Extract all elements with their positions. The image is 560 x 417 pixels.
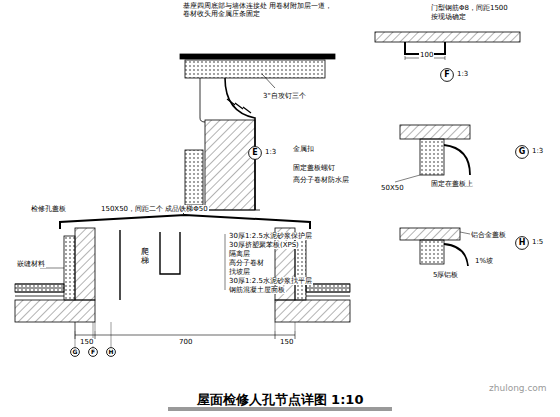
scale-text: 1:5 [532, 238, 543, 246]
detail-callout: E1:3 [248, 146, 262, 160]
callout-letter: H [106, 347, 116, 357]
note-text: 检修孔盖板 [30, 205, 67, 213]
watermark: zhulong.com [488, 384, 548, 392]
scale-text: 1:3 [532, 147, 543, 155]
note-text: 3"自攻钉三个 [262, 92, 307, 100]
note-text: 爬梯 [140, 248, 150, 266]
note-text: 100 [419, 51, 434, 59]
dimension-text: 150 [79, 338, 94, 346]
callout-letter: G [515, 145, 529, 159]
note-text: 找坡层 [228, 268, 251, 276]
detail-callout: F1:3 [440, 68, 454, 82]
callout-letter: F [440, 68, 454, 82]
callout-letter: E [248, 146, 262, 160]
note-text: 1%坡 [474, 257, 494, 265]
note-text: 隔离层 [228, 250, 251, 258]
note-text: 金属扣 [292, 145, 315, 153]
note-text: 基座四周底部与墙体连接处 用卷材附加层一道，卷材收头用金属压条固定 [182, 2, 334, 18]
callout-letter: G [70, 347, 80, 357]
note-text: 30厚1:2.5水泥砂浆找平层 [228, 277, 313, 285]
drawing-caption: 屋面检修人孔节点详图 1:10 [197, 391, 364, 409]
scale-text: 1:3 [265, 148, 276, 156]
callout-letter: H [515, 236, 529, 250]
note-text: 嵌缝材料 [16, 260, 46, 268]
note-text: 门型钢筋Φ8，间距1500 [430, 4, 509, 12]
note-text: 高分子卷材 [228, 259, 265, 267]
note-text: 固定盖板螺钉 [292, 164, 336, 172]
note-text: 铝合金盖板 [470, 231, 507, 239]
note-text: 高分子卷材防水层 [292, 176, 350, 184]
detail-callout: G1:3 [515, 145, 529, 159]
note-text: 150X50，间距二个 成品铁梯Φ50 [100, 205, 209, 213]
dimension-text: 150 [279, 338, 294, 346]
note-text: 按现场确定 [430, 13, 467, 21]
scale-text: 1:3 [457, 70, 468, 78]
note-text: 固定在盖板上 [430, 180, 474, 188]
note-text: 5厚铝板 [432, 271, 459, 279]
note-text: 50X50 [380, 184, 405, 192]
detail-callout: G [70, 347, 80, 357]
dimension-text: 700 [178, 338, 193, 346]
detail-callout: F [88, 347, 98, 357]
detail-callout: H [106, 347, 116, 357]
detail-callout: H1:5 [515, 236, 529, 250]
callout-letter: F [88, 347, 98, 357]
note-text: 钢筋混凝土屋面板 [228, 286, 286, 294]
note-text: 30厚1:2.5水泥砂浆保护层 [228, 232, 313, 240]
note-text: 30厚挤塑聚苯板(XPS) [228, 241, 300, 249]
